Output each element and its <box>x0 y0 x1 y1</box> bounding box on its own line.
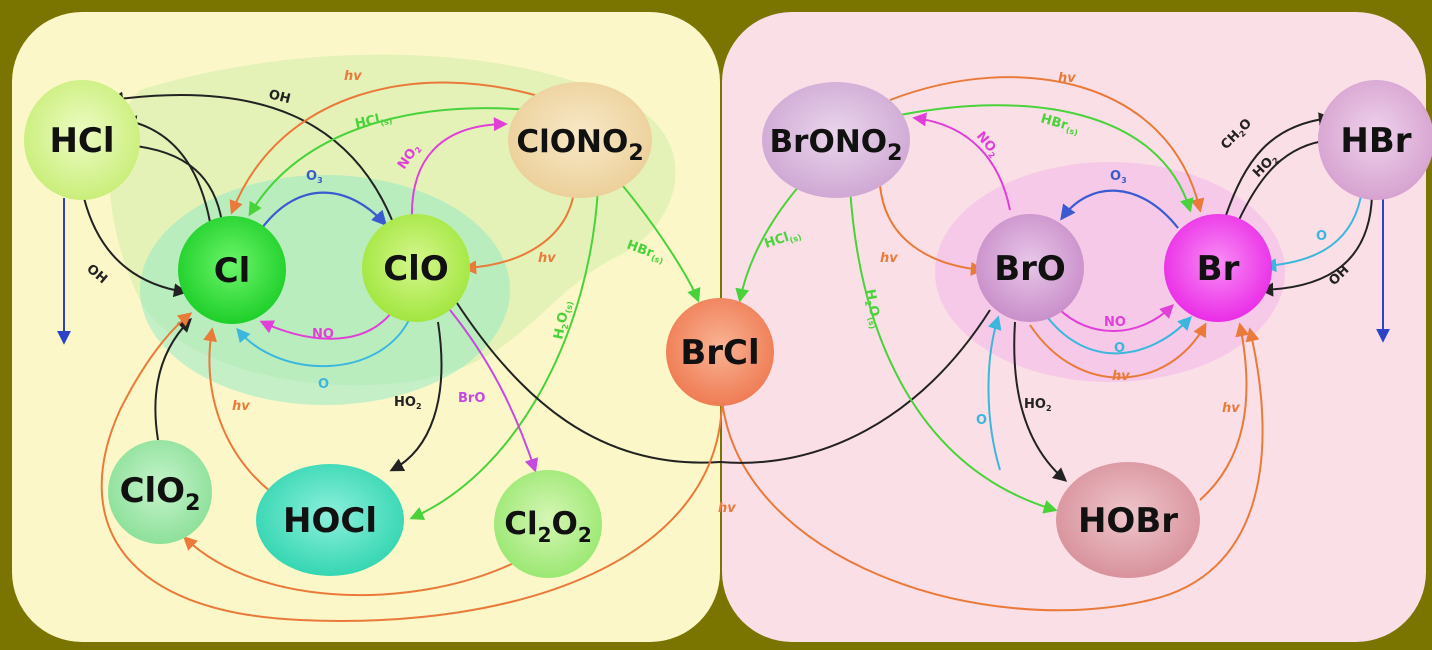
node-bro-label: BrO <box>994 249 1066 289</box>
node-cl2o2-label: Cl2O2 <box>504 506 592 547</box>
label-hv-left: hv <box>232 399 250 414</box>
node-bro <box>976 214 1084 322</box>
edge-bro-brcl <box>719 309 991 464</box>
edge-bro-br-no <box>1057 304 1174 332</box>
edge-brono2-hobr-h2o <box>849 187 1058 514</box>
label-o3-right: O3 <box>1110 169 1127 185</box>
label-h2o-left: H2O(s) <box>551 299 575 341</box>
edge-clo-hocl-ho2 <box>389 321 443 472</box>
edge-cl-clo-o3 <box>261 191 388 229</box>
edge-o-bro-lower <box>987 315 1002 471</box>
edge-br-hbr-ch2o <box>1224 112 1333 219</box>
edge-clo-clono2-no2 <box>410 117 508 221</box>
edge-br-bro-o3 <box>1060 189 1179 229</box>
node-hbr-label: HBr <box>1340 121 1411 161</box>
edge-hbr-br-oh <box>1259 194 1373 297</box>
edge-clono2-cl-hv <box>229 81 546 215</box>
node-cl2o2 <box>494 470 602 578</box>
edge-hcl-cl-oh <box>83 197 188 298</box>
edge-clono2-clo-hv <box>462 184 576 275</box>
edge-cl-hcl-2 <box>122 138 223 223</box>
node-clono2-label: ClONO2 <box>516 124 643 166</box>
label-o3-left: O3 <box>306 169 323 185</box>
edge-brcl-br-hv <box>721 327 1264 612</box>
node-hcl <box>24 80 140 200</box>
label-hv-top-left: hv <box>344 69 362 84</box>
label-bro-mid: BrO <box>458 391 485 406</box>
edge-hobr-br-hv <box>1199 322 1250 501</box>
edge-brono2-br-hbr <box>899 104 1194 213</box>
label-hv-center: hv <box>718 501 736 516</box>
node-hocl <box>256 464 404 576</box>
label-hv-right-inner: hv <box>1112 369 1130 384</box>
node-hcl-label: HCl <box>49 121 114 161</box>
label-ho2-right: HO2 <box>1024 397 1052 413</box>
label-hbr-aq-top: HBr(s) <box>1039 111 1081 137</box>
node-hobr-label: HOBr <box>1078 501 1178 541</box>
edge-brcl-cl-hv <box>100 312 723 622</box>
node-hbr <box>1318 80 1432 200</box>
edge-clo-cl-o <box>236 317 411 367</box>
label-o-hbr: O <box>1316 229 1327 244</box>
label-hcl-aq-right: HCl(s) <box>763 226 803 253</box>
edge-clono2-brcl-hbr <box>617 179 701 303</box>
edge-cl-hcl-1 <box>122 115 211 223</box>
edge-bro-br-o <box>1047 315 1192 355</box>
node-hobr <box>1056 462 1200 578</box>
edge-brono2-brcl-hcl <box>735 184 801 303</box>
label-hv-brono2: hv <box>880 251 898 266</box>
label-hcl-aq-top: HCl(s) <box>354 110 393 133</box>
node-cl <box>178 216 286 324</box>
node-cl-label: Cl <box>214 251 251 291</box>
edge-bro-brono2-no2 <box>912 112 1011 211</box>
node-hocl-label: HOCl <box>283 501 377 541</box>
edge-clono2-hocl-h2o <box>409 187 599 520</box>
node-clono2 <box>508 82 652 198</box>
edge-bro-br-hv <box>1029 322 1207 379</box>
label-o-left: O <box>318 377 329 392</box>
node-br-label: Br <box>1197 249 1240 289</box>
label-hv-clono2: hv <box>538 251 556 266</box>
node-brcl-label: BrCl <box>680 333 759 373</box>
edge-clo-cl2o2-bro <box>449 309 539 473</box>
node-clo-label: ClO <box>383 249 449 289</box>
edge-clo-brcl <box>454 299 721 464</box>
label-oh-top: OH <box>267 87 292 107</box>
edge-brono2-bro-hv <box>879 184 985 276</box>
edge-cl2o2-clo2 <box>182 536 521 597</box>
edge-br-hbr-ho2 <box>1237 134 1333 223</box>
node-clo <box>362 214 470 322</box>
node-clo2-label: ClO2 <box>120 471 201 516</box>
label-o-right-lower: O <box>976 413 987 428</box>
edge-clo2-cl <box>154 318 192 441</box>
edge-bro-hobr-ho2 <box>1013 321 1068 482</box>
edge-clono2-cl-hcl <box>248 107 531 217</box>
node-brono2-label: BrONO2 <box>770 124 903 166</box>
label-no-left: NO <box>312 327 334 342</box>
edge-clo-hcl-oh <box>109 91 393 221</box>
node-br <box>1164 214 1272 322</box>
edge-brono2-br-hv <box>889 76 1205 213</box>
edge-hbr-br-o <box>1262 189 1363 273</box>
label-h2o-right: H2O(s) <box>861 288 884 330</box>
node-brcl <box>666 298 774 406</box>
edge-clo-cl-no <box>259 311 393 340</box>
label-o-right: O <box>1114 341 1125 356</box>
label-ho2-left: HO2 <box>394 395 422 411</box>
label-no-right: NO <box>1104 315 1126 330</box>
label-hv-hobr: hv <box>1222 401 1240 416</box>
label-hv-top-right: hv <box>1058 71 1076 86</box>
node-brono2 <box>762 82 910 198</box>
node-clo2 <box>108 440 212 544</box>
